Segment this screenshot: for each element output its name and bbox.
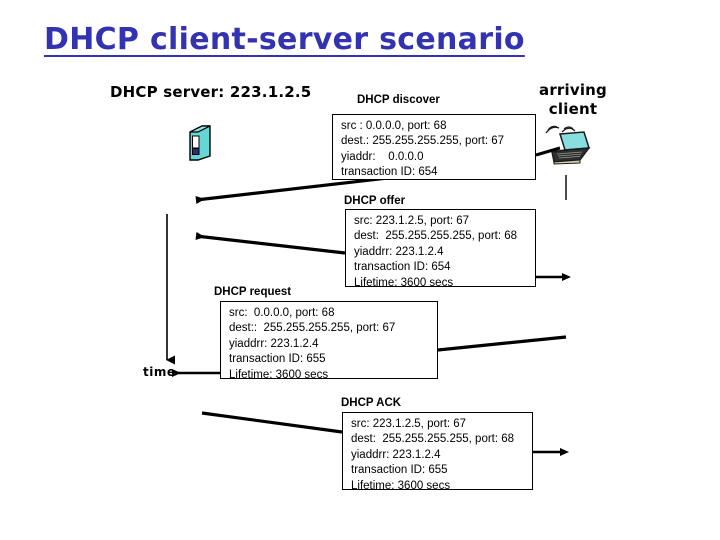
arrow-offer-from-server — [195, 232, 346, 255]
time-axis-label: time — [143, 365, 176, 379]
client-label-line2: client — [548, 100, 598, 118]
message-line: src: 223.1.2.5, port: 67 — [351, 418, 467, 430]
message-line: transaction ID: 655 — [351, 464, 448, 477]
message-line: dest: 255.255.255.255, port: 68 — [351, 433, 515, 446]
arrow-ack-from-server — [201, 411, 343, 434]
message-line: src : 0.0.0.0, port: 68 — [341, 120, 447, 132]
message-line: transaction ID: 655 — [229, 353, 326, 366]
message-line: dest: 255.255.255.255, port: 68 — [354, 230, 518, 243]
heading-dhcp-request: DHCP request — [214, 286, 292, 298]
message-line: src: 223.1.2.5, port: 67 — [354, 215, 470, 227]
page-title: DHCP client-server scenario — [44, 22, 525, 57]
client-label-line1: arriving — [539, 81, 607, 99]
message-line: yiaddrr: 223.1.2.4 — [354, 245, 444, 258]
message-line: src: 0.0.0.0, port: 68 — [229, 307, 335, 319]
message-line: yiaddr: 0.0.0.0 — [341, 150, 424, 163]
message-line: yiaddrr: 223.1.2.4 — [229, 337, 319, 350]
message-box-dhcp-discover: src : 0.0.0.0, port: 68 dest.: 255.255.2… — [332, 114, 536, 180]
message-line: transaction ID: 654 — [341, 166, 438, 179]
server-tower-icon — [189, 125, 211, 161]
heading-dhcp-discover: DHCP discover — [357, 94, 440, 106]
wireless-laptop-icon — [545, 125, 591, 165]
heading-dhcp-offer: DHCP offer — [344, 195, 406, 207]
message-line: Lifetime: 3600 secs — [354, 276, 454, 289]
message-line: yiaddrr: 223.1.2.4 — [351, 448, 441, 461]
message-line: Lifetime: 3600 secs — [351, 479, 451, 492]
client-label: arriving client — [530, 81, 616, 119]
message-line: dest.: 255.255.255.255, port: 67 — [341, 135, 505, 148]
message-box-dhcp-offer: src: 223.1.2.5, port: 67 dest: 255.255.2… — [345, 209, 536, 289]
message-line: transaction ID: 654 — [354, 261, 451, 274]
message-box-dhcp-request: src: 0.0.0.0, port: 68 dest:: 255.255.25… — [220, 301, 438, 381]
arrow-request-from-client — [437, 335, 567, 352]
heading-dhcp-ack: DHCP ACK — [341, 397, 402, 409]
message-line: Lifetime: 3600 secs — [229, 368, 329, 381]
server-label: DHCP server: 223.1.2.5 — [110, 83, 312, 101]
message-line: dest:: 255.255.255.255, port: 67 — [229, 322, 396, 335]
message-box-dhcp-ack: src: 223.1.2.5, port: 67 dest: 255.255.2… — [342, 412, 533, 492]
